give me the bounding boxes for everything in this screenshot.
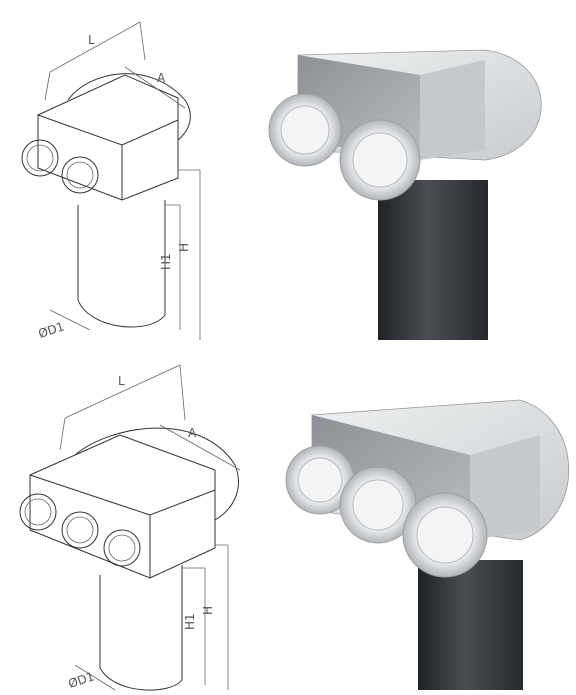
dim-label-width: A <box>188 426 197 440</box>
dim-label-height1: H1 <box>183 613 197 630</box>
render-three-port <box>285 399 570 690</box>
line-drawing-three-port: L A H H1 ØD1 <box>19 364 241 691</box>
dim-label-length: L <box>88 33 95 47</box>
dim-label-height: H <box>201 606 215 615</box>
dim-label-length: L <box>118 374 125 388</box>
port-icon <box>103 529 141 567</box>
port-icon <box>21 139 59 177</box>
dim-label-height1: H1 <box>159 253 173 270</box>
port-icon <box>19 493 57 531</box>
port-icon <box>61 511 99 549</box>
port-icon <box>61 156 99 194</box>
dim-label-width: A <box>157 71 166 85</box>
dim-label-diameter: ØD1 <box>67 669 96 690</box>
dim-label-height: H <box>177 243 191 252</box>
line-drawing-two-port: L A H H1 ØD1 <box>21 21 201 341</box>
dim-label-diameter: ØD1 <box>37 319 66 340</box>
render-two-port <box>268 49 542 340</box>
